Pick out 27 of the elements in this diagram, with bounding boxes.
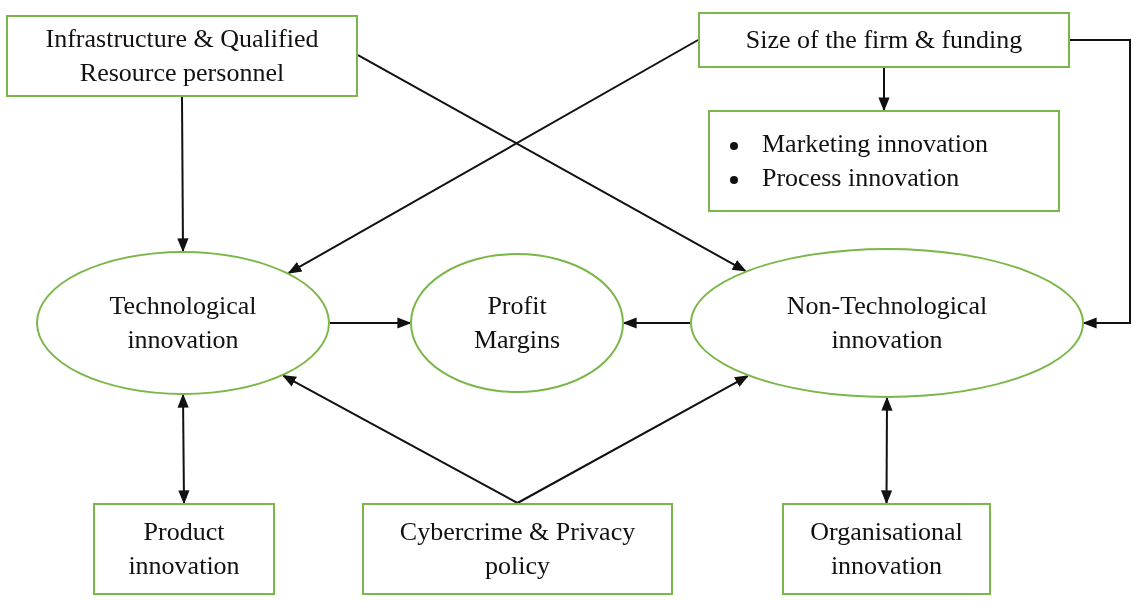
arrow: [357, 54, 747, 272]
node-label: Profit Margins: [472, 290, 562, 356]
factor-box: [362, 503, 673, 595]
arrow: [177, 393, 190, 505]
node-label: Cybercrime & Privacy policy: [398, 516, 637, 582]
node-label: Size of the firm & funding: [745, 24, 1023, 57]
arrow: [516, 375, 749, 504]
innovation-list-box: [708, 110, 1060, 212]
innovation-box: [782, 503, 991, 595]
node-label: Product innovation: [127, 516, 241, 582]
node-label: Technological innovation: [108, 290, 258, 356]
arrow: [622, 317, 691, 329]
arrow: [329, 317, 412, 329]
factor-box: [6, 15, 358, 97]
arrow: [878, 67, 890, 112]
arrow: [287, 39, 699, 274]
node-label: Organisational innovation: [809, 516, 964, 582]
list-item: Marketing innovation: [730, 127, 988, 161]
arrow: [282, 374, 519, 504]
arrow: [177, 96, 189, 253]
arrow: [1069, 39, 1131, 329]
list-item: Process innovation: [730, 161, 960, 195]
node-label: Non-Technological innovation: [785, 290, 989, 356]
arrow: [880, 396, 893, 505]
innovation-box: [93, 503, 275, 595]
factor-box: [698, 12, 1070, 68]
node-label: Infrastructure & Qualified Resource personnel: [44, 23, 320, 89]
